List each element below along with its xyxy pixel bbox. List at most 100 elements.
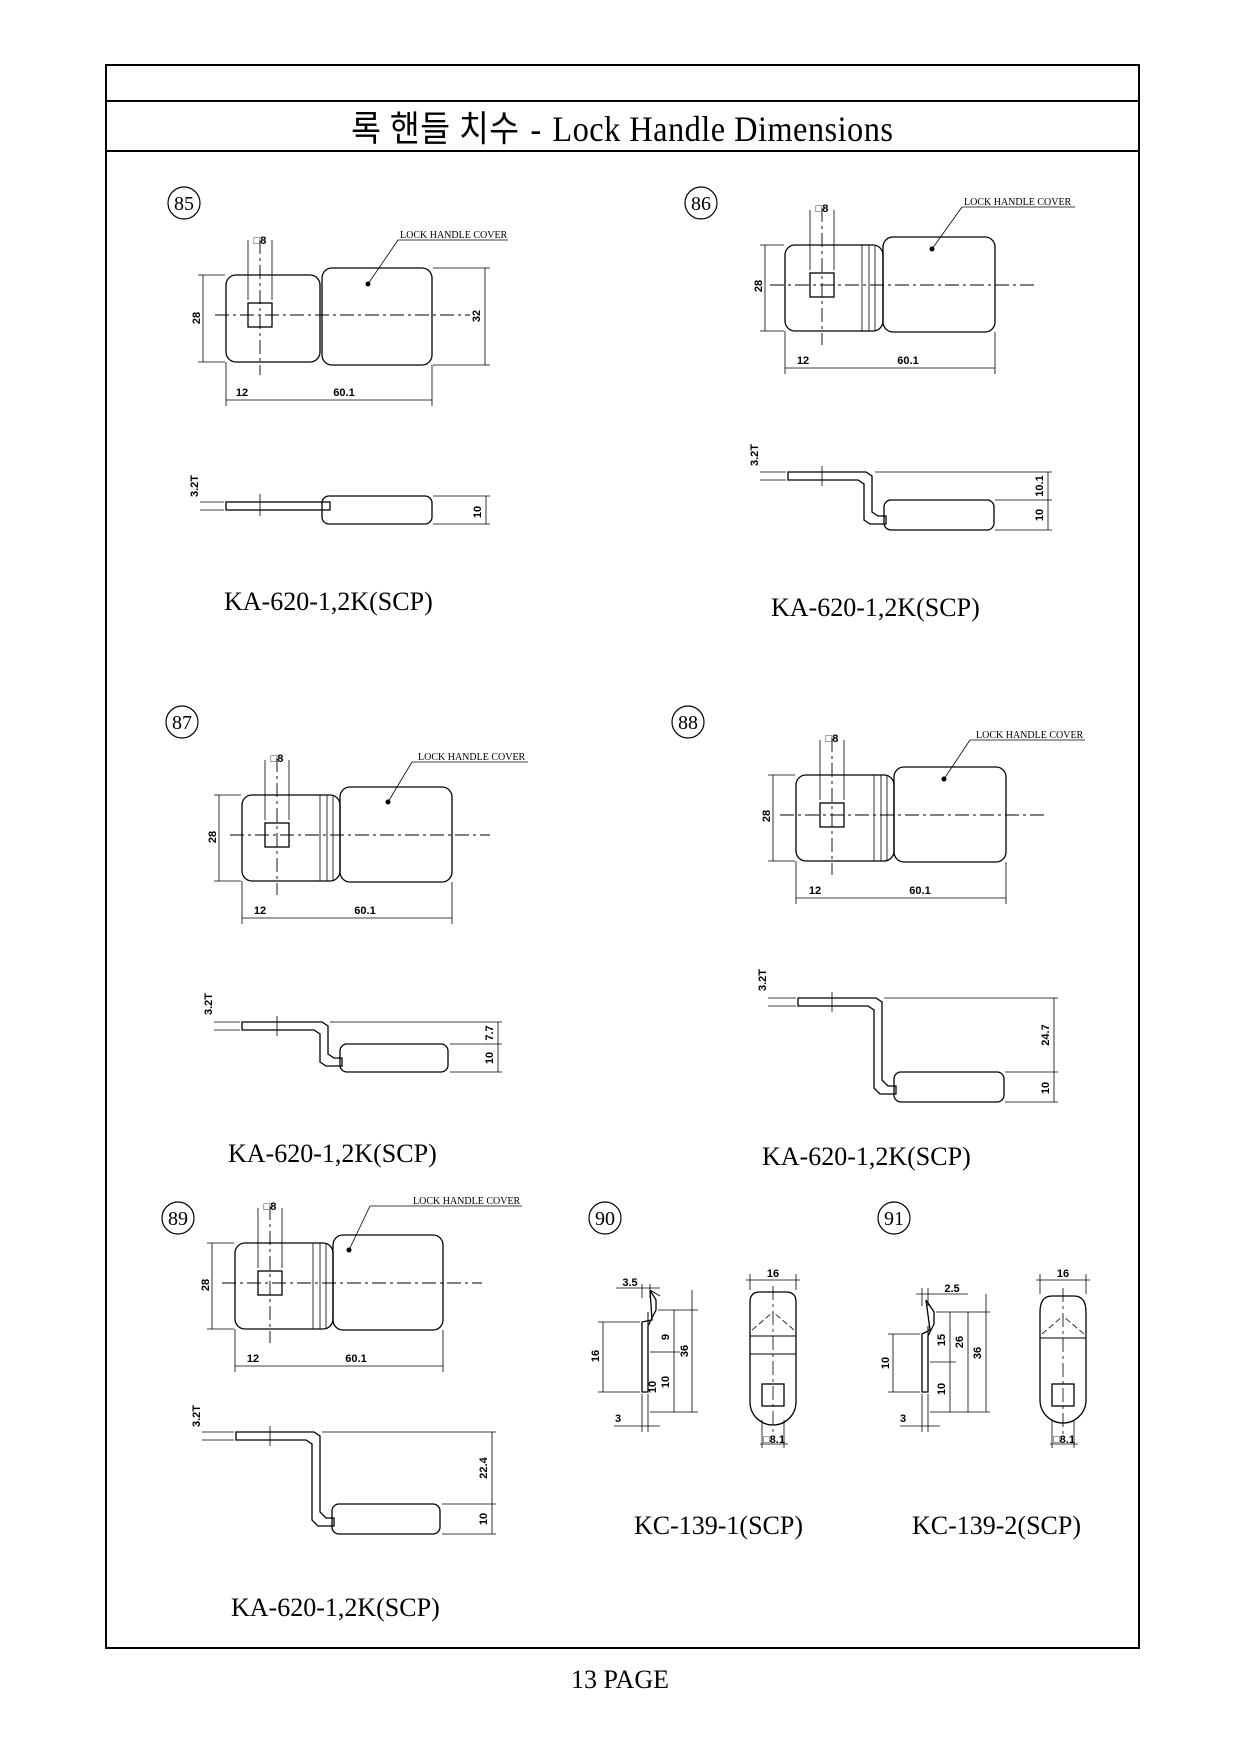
dim-height: 28	[207, 831, 219, 843]
dim-hole: □8.1	[1053, 1434, 1075, 1446]
model-label: KA-620-1,2K(SCP)	[228, 1139, 437, 1168]
side-cover	[339, 1043, 449, 1073]
dim-thickness: 3.2T	[757, 969, 769, 991]
side-plate	[225, 501, 331, 511]
clip-profile	[641, 1289, 657, 1393]
dim-offset: 22.4	[478, 1456, 490, 1478]
side-cover	[331, 1503, 441, 1535]
item-number-circle	[671, 705, 705, 739]
model-label: KA-620-1,2K(SCP)	[224, 587, 433, 616]
side-plate	[787, 471, 887, 525]
dim-offset: 7.7	[484, 1025, 496, 1040]
dim-c: 26	[954, 1336, 966, 1348]
side-plate	[235, 1431, 335, 1527]
item-number: 91	[884, 1208, 904, 1230]
item-number: 85	[174, 193, 194, 215]
page-footer: 13 PAGE	[570, 1665, 669, 1694]
drawing-89: 89 □8 28 12 60.1 LOCK HANDLE COVER 3.2T	[161, 1196, 522, 1622]
side-cover	[321, 495, 433, 525]
dim-offset: 24.7	[1040, 1024, 1052, 1045]
handle-cover	[339, 786, 453, 883]
drawing-90: 90 3.5 16 10 9 10 36 3	[588, 1201, 803, 1540]
item-number: 88	[678, 712, 698, 734]
dim-top: 3.5	[622, 1277, 637, 1289]
dim-width-a: 12	[797, 355, 809, 367]
dim-width-b: 60.1	[333, 387, 354, 399]
clip-profile	[921, 1299, 935, 1393]
dim-width-a: 12	[809, 885, 821, 897]
item-number-circle	[161, 1201, 195, 1235]
item-number-circle	[167, 186, 201, 220]
dim-height: 28	[761, 810, 773, 822]
dim-left: 16	[590, 1350, 602, 1362]
handle-cover	[321, 267, 433, 366]
drawing-86: 86 □8 28 12 60.1 LOCK HANDLE COVER 3.2T	[684, 186, 1075, 622]
title-korean: 록 핸들 치수	[351, 109, 520, 149]
clip-front	[1039, 1295, 1087, 1424]
dim-square: □8	[264, 1201, 277, 1213]
dim-bottom: 3	[615, 1413, 621, 1425]
dim-c: 10	[647, 1381, 659, 1393]
side-cover	[893, 1071, 1005, 1103]
dim-width: 16	[767, 1268, 779, 1280]
item-number: 89	[168, 1208, 188, 1230]
dim-top: 2.5	[944, 1283, 959, 1295]
dim-a: 15	[936, 1334, 948, 1346]
model-label: KC-139-1(SCP)	[634, 1511, 803, 1540]
item-number-circle	[877, 1201, 911, 1235]
dim-b: 10	[660, 1376, 672, 1388]
item-number-circle	[165, 705, 199, 739]
dim-b: 10	[936, 1383, 948, 1395]
cover-label: LOCK HANDLE COVER	[976, 730, 1084, 741]
item-number: 86	[691, 193, 711, 215]
dim-side: 10	[1034, 509, 1046, 521]
dim-width-b: 60.1	[345, 1353, 366, 1365]
dim-width-a: 12	[247, 1353, 259, 1365]
drawing-87: 87 □8 28 12 60.1 LOCK HANDLE COVER 3.2T	[165, 705, 528, 1168]
model-label: KA-620-1,2K(SCP)	[762, 1142, 971, 1171]
model-label: KC-139-2(SCP)	[912, 1511, 1081, 1540]
handle-body	[795, 774, 895, 862]
dim-hole: □8.1	[763, 1434, 785, 1446]
model-label: KA-620-1,2K(SCP)	[771, 593, 980, 622]
dim-width: 16	[1057, 1268, 1069, 1280]
cover-label: LOCK HANDLE COVER	[964, 197, 1072, 208]
handle-body	[241, 794, 341, 882]
dim-height: 28	[191, 312, 203, 324]
drawing-88: 88 □8 28 12 60.1 LOCK HANDLE COVER 3.2T	[671, 705, 1085, 1171]
side-plate	[241, 1021, 343, 1067]
dim-thickness: 3.2T	[189, 475, 201, 497]
dim-offset: 10.1	[1034, 475, 1046, 496]
dim-thickness: 3.2T	[203, 993, 215, 1015]
dim-side: 10	[484, 1052, 496, 1064]
dim-thickness: 3.2T	[191, 1405, 203, 1427]
clip-front	[749, 1291, 797, 1426]
item-number: 90	[595, 1208, 615, 1230]
title-separator: -	[530, 109, 542, 149]
title-english: Lock Handle Dimensions	[552, 109, 894, 149]
dim-side: 10	[478, 1513, 490, 1525]
dim-left: 10	[880, 1357, 892, 1369]
dim-width-b: 60.1	[909, 885, 930, 897]
cover-label: LOCK HANDLE COVER	[413, 1196, 521, 1207]
dim-square: □8	[254, 235, 267, 247]
dim-width-a: 12	[236, 387, 248, 399]
dim-height: 28	[200, 1279, 212, 1291]
dim-total: 36	[679, 1345, 691, 1357]
dim-width-b: 60.1	[897, 355, 918, 367]
dim-width-a: 12	[254, 905, 266, 917]
cover-label: LOCK HANDLE COVER	[400, 230, 508, 241]
handle-cover	[332, 1234, 444, 1331]
drawing-91: 91 2.5 10 15 10 26 36 3 16	[877, 1201, 1090, 1540]
side-plate	[797, 997, 897, 1095]
dim-side: 10	[472, 506, 484, 518]
page-frame: 록 핸들 치수-Lock Handle Dimensions	[105, 64, 1140, 1649]
cover-label: LOCK HANDLE COVER	[418, 752, 526, 763]
dim-square: □8	[816, 203, 829, 215]
dim-bottom: 3	[900, 1413, 906, 1425]
handle-cover	[882, 236, 996, 333]
dim-square: □8	[271, 753, 284, 765]
side-cover	[883, 499, 995, 531]
title-bar: 록 핸들 치수-Lock Handle Dimensions	[107, 100, 1138, 152]
